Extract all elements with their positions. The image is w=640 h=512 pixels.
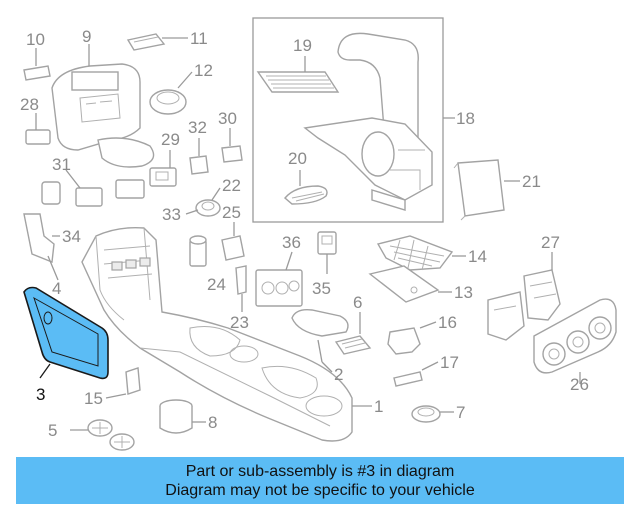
part-20-clip	[284, 185, 328, 205]
part-switch-b	[115, 179, 145, 199]
part-25-plug	[221, 235, 245, 261]
banner-line-1: Part or sub-assembly is #3 in diagram	[185, 462, 455, 480]
callout-20: 20	[288, 149, 307, 168]
part-8-cup	[159, 399, 193, 434]
part-3-side-panel-highlighted	[23, 286, 109, 380]
part-34-bracket	[23, 213, 55, 263]
part-7-disc	[411, 405, 441, 423]
part-21-cover	[453, 159, 505, 221]
part-32-clip	[189, 155, 209, 175]
callout-21: 21	[522, 172, 541, 191]
callout-33: 33	[162, 205, 181, 224]
part-tray	[291, 308, 349, 337]
callout-26: 26	[570, 375, 589, 394]
callout-12: 12	[194, 61, 213, 80]
parts-diagram: 18 19 20 21 9 10	[20, 17, 617, 451]
part-10-clip	[23, 65, 51, 81]
callout-13: 13	[454, 283, 473, 302]
callout-11: 11	[190, 29, 208, 48]
callout-8: 8	[208, 413, 217, 432]
part-9-bezel	[51, 63, 155, 168]
callout-6: 6	[353, 293, 362, 312]
callout-36: 36	[282, 233, 301, 252]
info-banner: Part or sub-assembly is #3 in diagram Di…	[16, 457, 624, 504]
part-30-clip	[221, 145, 243, 163]
callout-1: 1	[374, 397, 383, 416]
part-18-armrest	[303, 32, 433, 211]
callout-24: 24	[207, 275, 226, 294]
callout-5: 5	[48, 421, 57, 440]
callout-17: 17	[440, 353, 459, 372]
callout-29: 29	[161, 130, 180, 149]
callout-23: 23	[230, 313, 249, 332]
part-1-console	[81, 226, 353, 442]
callout-3: 3	[36, 385, 45, 404]
callout-16: 16	[438, 313, 457, 332]
part-switch-a	[75, 187, 103, 207]
banner-line-2: Diagram may not be specific to your vehi…	[165, 481, 475, 499]
callout-22: 22	[222, 176, 241, 195]
callout-10: 10	[26, 30, 45, 49]
part-27-control-unit	[487, 269, 561, 341]
part-31-switch	[41, 181, 61, 205]
part-19-armrest-mat	[256, 71, 340, 93]
part-36-panel	[255, 269, 303, 307]
callout-34: 34	[62, 227, 81, 246]
callout-27: 27	[541, 233, 560, 252]
part-16-bracket	[387, 327, 421, 355]
callout-32: 32	[188, 118, 207, 137]
callout-7: 7	[456, 403, 465, 422]
callout-14: 14	[468, 247, 487, 266]
callout-19: 19	[293, 36, 312, 55]
callout-35: 35	[312, 279, 331, 298]
part-35-plug	[317, 231, 337, 255]
part-28-switch	[25, 129, 51, 145]
callout-31: 31	[52, 155, 71, 174]
callout-30: 30	[218, 109, 237, 128]
part-12-knob	[149, 89, 187, 115]
part-11-trim	[126, 33, 166, 51]
callout-9: 9	[82, 27, 91, 46]
part-lighter	[189, 235, 207, 267]
callout-28: 28	[20, 95, 39, 114]
part-26-climate-panel	[533, 298, 617, 374]
part-6-grille	[334, 335, 372, 355]
callout-15: 15	[84, 389, 103, 408]
callout-2: 2	[334, 365, 343, 384]
part-24-lamp	[235, 265, 247, 295]
part-13-mat	[368, 265, 440, 303]
part-15-bracket	[125, 367, 141, 395]
part-5-grommet	[87, 419, 135, 451]
part-22-socket	[195, 199, 221, 217]
part-17-clip	[393, 371, 423, 387]
callout-25: 25	[222, 203, 241, 222]
part-29-switch	[149, 167, 177, 187]
callout-4: 4	[52, 279, 61, 298]
armrest-inset-box	[252, 17, 444, 223]
part-14-grille	[376, 235, 454, 271]
callout-18: 18	[456, 109, 475, 128]
